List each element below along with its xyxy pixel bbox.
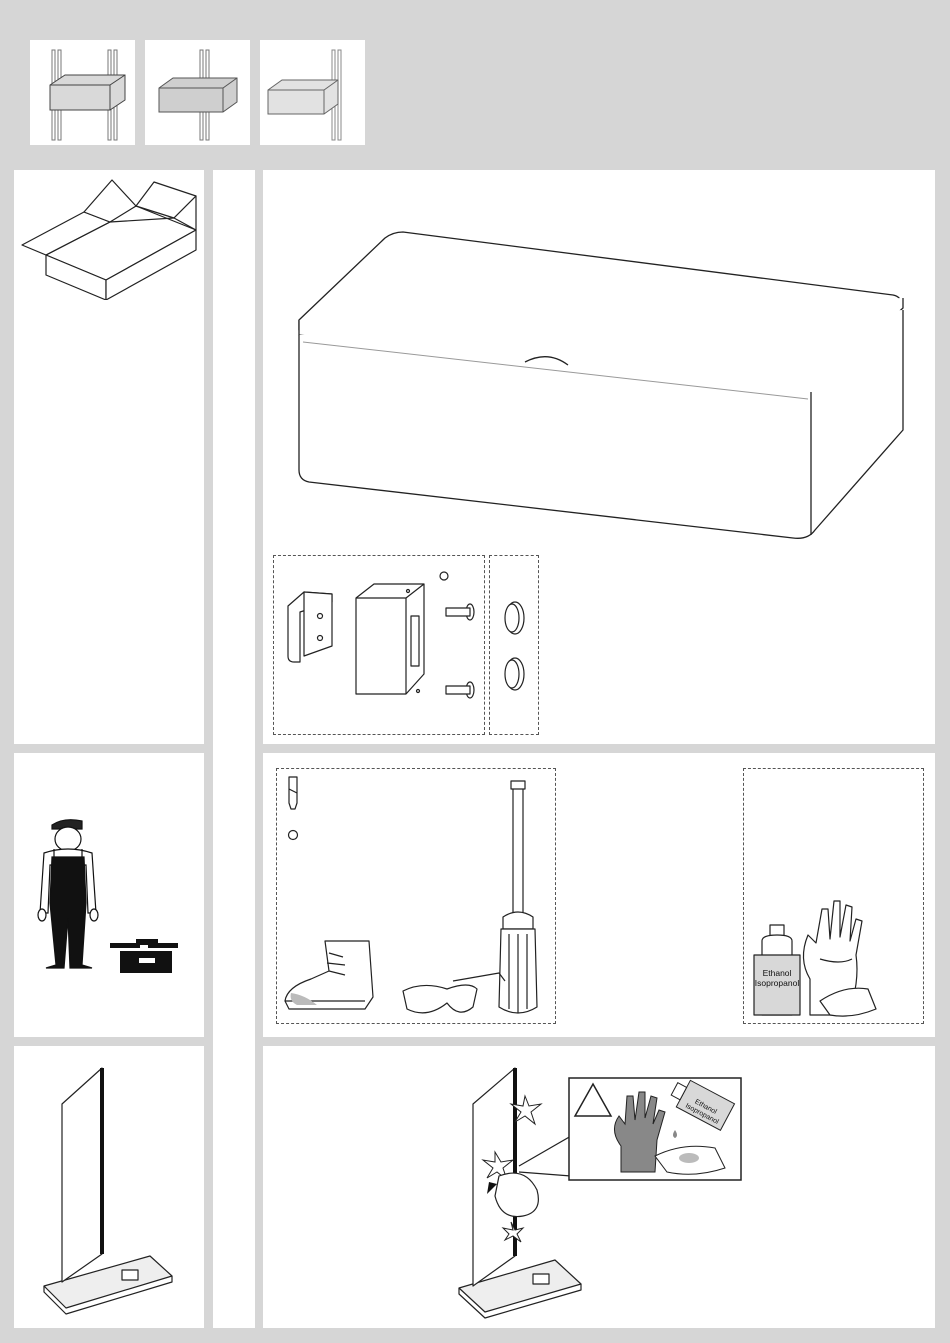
bottle-label-2: Isopropanol — [755, 978, 800, 988]
variant-thumb-2[interactable] — [145, 40, 250, 145]
packaging-panel — [14, 170, 204, 744]
variant-thumb-3[interactable] — [260, 40, 365, 145]
bottle-label-1: Ethanol — [763, 968, 792, 978]
variant-thumb-1[interactable] — [30, 40, 135, 145]
tools-icons — [277, 769, 557, 1025]
cleaning-supplies-icons: Ethanol Isopropanol — [744, 769, 925, 1025]
glass-pane-panel — [14, 1046, 204, 1328]
drawer-box-icon — [30, 40, 135, 145]
product-panel — [263, 170, 935, 744]
round-cap-icon — [490, 556, 540, 736]
installer-panel — [14, 753, 204, 1037]
bracket-screws-icon — [274, 556, 486, 736]
glass-pane-icon — [14, 1046, 204, 1328]
required-tools-box — [276, 768, 556, 1024]
spacer-column — [213, 170, 255, 1328]
drawer-box-icon — [145, 40, 250, 145]
open-box-icon — [14, 170, 204, 300]
worker-with-toolbox-icon — [14, 753, 204, 1037]
tools-panel: Ethanol Isopropanol — [263, 753, 935, 1037]
warning-panel: Ethanol Isopropanol — [263, 1046, 935, 1328]
cleaning-supplies-box: Ethanol Isopropanol — [743, 768, 924, 1024]
glass-breakage-warning: Ethanol Isopropanol — [263, 1046, 935, 1328]
drawer-box-icon — [260, 40, 365, 145]
hardware-parts-box — [273, 555, 485, 735]
cover-caps-box — [489, 555, 539, 735]
